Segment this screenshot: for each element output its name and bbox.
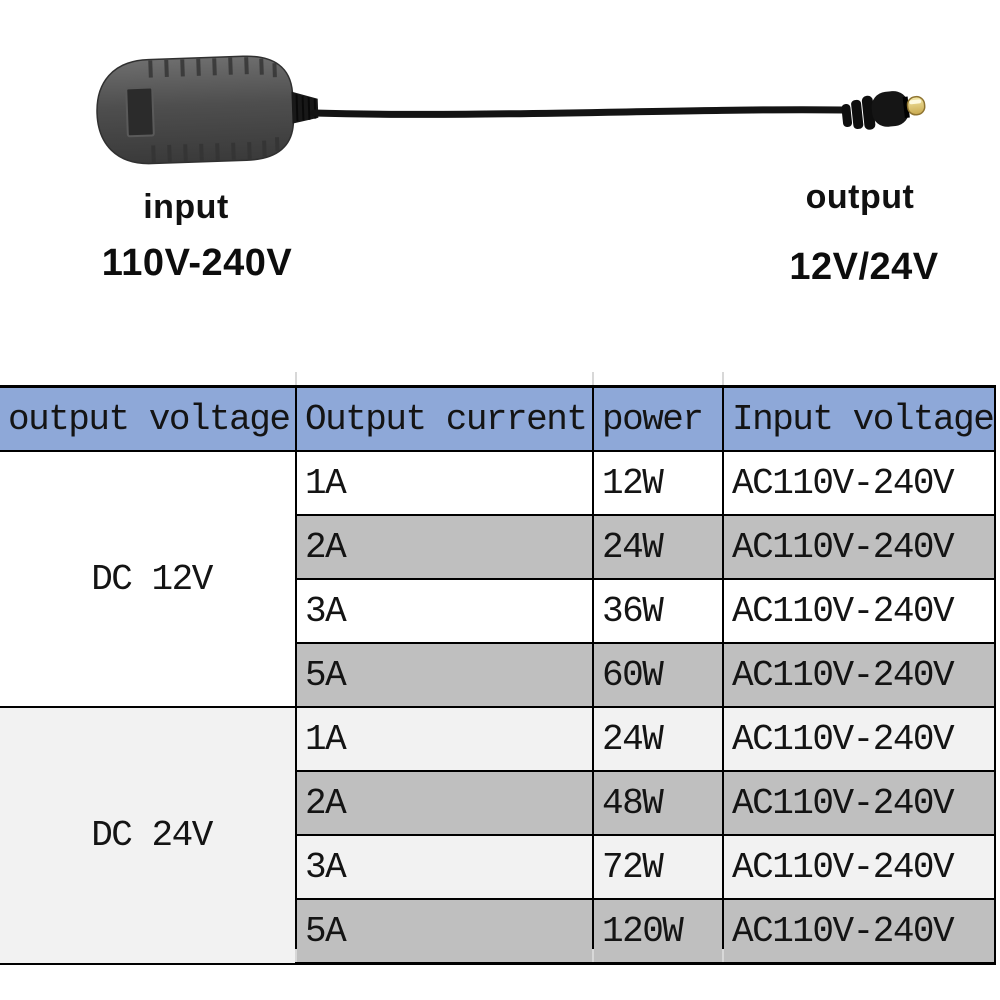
gridline-stub: [722, 372, 724, 385]
table-row: 5A 120W AC110V-240V: [0, 898, 996, 965]
cell-input-voltage: AC110V-240V: [722, 642, 996, 708]
cell-current: 2A: [296, 514, 594, 580]
plug-gold-tip: [906, 95, 926, 116]
wall-power-adapter-icon: [96, 55, 319, 165]
gridline-stub: [295, 372, 297, 385]
cell-power: 48W: [592, 770, 724, 836]
adapter-illustration: [96, 55, 926, 165]
cell-output-voltage-dc12v: DC 12V: [0, 450, 297, 708]
cell-input-voltage-selected: AC110V-240V: [722, 578, 996, 644]
power-cable-icon: [310, 106, 848, 118]
table-header-row: output voltage Output current power Inpu…: [0, 385, 996, 452]
cell-input-voltage: AC110V-240V: [722, 898, 996, 965]
table-row: 2A 48W AC110V-240V: [0, 770, 996, 836]
cell-input-voltage: AC110V-240V: [722, 450, 996, 516]
gridline-stub: [295, 949, 297, 962]
table-row: 2A 24W AC110V-240V: [0, 514, 996, 580]
output-voltage-value: 12V/24V: [789, 246, 939, 288]
input-label: input: [143, 188, 229, 226]
cell-input-voltage: AC110V-240V: [722, 834, 996, 900]
cell-current: 5A: [296, 898, 594, 965]
header-power: power: [592, 385, 724, 452]
cell-input-voltage: AC110V-240V: [722, 514, 996, 580]
table-row: 3A 36W AC110V-240V: [0, 578, 996, 644]
table-row: 3A 72W AC110V-240V: [0, 834, 996, 900]
cell-current: 3A: [296, 834, 594, 900]
cell-current: 5A: [296, 642, 594, 708]
cell-current: 1A: [295, 450, 594, 516]
spec-table: output voltage Output current power Inpu…: [0, 385, 996, 965]
cell-power: 72W: [592, 834, 724, 900]
cell-output-voltage-dc24v: DC 24V: [0, 706, 297, 965]
cell-power: 12W: [592, 450, 724, 516]
table-row: DC 24V 1A 24W AC110V-240V: [0, 706, 996, 965]
product-figure: input 110V-240V output 12V/24V: [0, 0, 1000, 385]
cell-current: 2A: [296, 770, 594, 836]
cell-input-voltage: AC110V-240V: [722, 706, 996, 772]
cell-current: 1A: [295, 706, 594, 772]
cell-power: 60W: [592, 642, 724, 708]
dc-barrel-plug-icon: [841, 91, 926, 130]
adapter-slot: [125, 86, 155, 138]
gridline-stub: [722, 949, 724, 962]
gridline-stub: [592, 372, 594, 385]
header-output-voltage: output voltage: [0, 385, 297, 452]
gridline-stub: [592, 949, 594, 962]
cell-input-voltage: AC110V-240V: [722, 770, 996, 836]
input-voltage-value: 110V-240V: [101, 242, 293, 284]
cell-power: 24W: [592, 706, 724, 772]
table-row: DC 12V 1A 12W AC110V-240V: [0, 450, 996, 708]
header-input-voltage: Input voltage: [722, 385, 996, 452]
cell-power: 120W: [592, 898, 724, 965]
header-output-current: Output current: [295, 385, 594, 452]
cell-power: 24W: [592, 514, 724, 580]
table-row: 5A 60W AC110V-240V: [0, 642, 996, 708]
output-label: output: [805, 178, 915, 216]
cell-power: 36W: [592, 578, 724, 644]
cell-current: 3A: [296, 578, 594, 644]
